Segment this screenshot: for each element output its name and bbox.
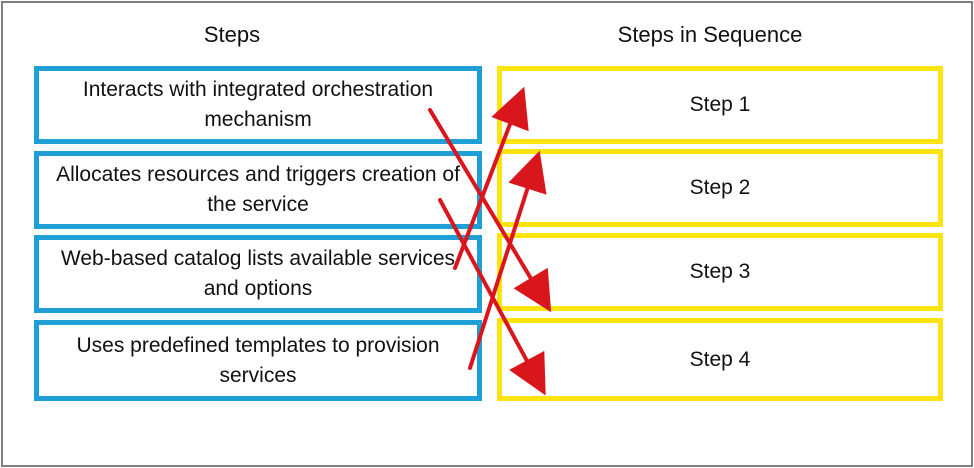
sequence-box-step-1: Step 1 (497, 66, 943, 144)
sequence-column-header: Steps in Sequence (617, 22, 803, 47)
step-box-allocate-resources: Allocates resources and triggers creatio… (34, 151, 482, 229)
sequence-box-step-4: Step 4 (497, 318, 943, 401)
sequence-box-step-3: Step 3 (497, 233, 943, 311)
step-box-orchestration: Interacts with integrated orchestration … (34, 66, 482, 144)
steps-column-header: Steps (203, 22, 261, 47)
step-box-web-catalog: Web-based catalog lists available servic… (34, 235, 482, 313)
step-box-predefined-templates: Uses predefined templates to provision s… (34, 320, 482, 401)
sequence-box-step-2: Step 2 (497, 149, 943, 227)
